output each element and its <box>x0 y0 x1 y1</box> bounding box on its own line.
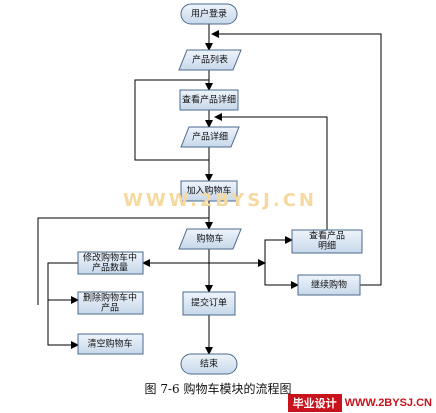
edge-list-bypass <box>134 79 209 161</box>
node-cart: 购物车 <box>178 228 242 250</box>
edge-check-to-detail <box>214 113 328 230</box>
node-end: 结束 <box>180 353 238 375</box>
watermark-text: WWW.2BYSJ.CN <box>122 190 317 211</box>
node-login-label: 用户登录 <box>191 8 227 20</box>
node-submit-order-label: 提交订单 <box>191 297 227 309</box>
node-add-cart: 加入购物车 <box>180 180 238 202</box>
node-clear-cart-label: 清空购物车 <box>87 338 132 350</box>
edge-right-branch-2 <box>264 263 299 289</box>
node-product-detail-label: 产品详细 <box>192 131 228 143</box>
node-continue-shopping-label: 继续购物 <box>311 279 347 291</box>
node-check-detail: 查看产品 明细 <box>291 229 363 254</box>
node-cart-label: 购物车 <box>196 233 223 245</box>
node-edit-qty: 修改购物车中 产品数量 <box>77 251 144 275</box>
node-check-detail-label-1: 查看产品 <box>309 230 345 242</box>
edge-continue-to-list <box>211 30 382 286</box>
node-view-detail-label: 查看产品详细 <box>182 94 236 106</box>
node-delete-label-2: 产品 <box>101 302 119 314</box>
node-check-detail-label-2: 明细 <box>318 240 336 252</box>
node-submit-order: 提交订单 <box>182 291 236 316</box>
brand-logo: 毕业设计 <box>287 394 342 412</box>
figure-caption: 图 7-6 购物车模块的流程图 <box>144 382 292 396</box>
node-product-list-label: 产品列表 <box>192 54 228 66</box>
node-product-list: 产品列表 <box>178 49 242 71</box>
edge-loop-left <box>37 217 209 305</box>
edge-right-branch <box>264 236 293 263</box>
node-view-detail: 查看产品详细 <box>179 89 239 111</box>
node-edit-qty-label-1: 修改购物车中 <box>83 252 137 264</box>
node-add-cart-label: 加入购物车 <box>186 185 231 197</box>
node-edit-qty-label-2: 产品数量 <box>92 262 128 274</box>
node-product-detail: 产品详细 <box>180 126 240 148</box>
node-end-label: 结束 <box>200 358 218 370</box>
brand-watermark: 毕业设计 WWW.2BYSJ.CN <box>287 394 432 412</box>
node-clear-cart: 清空购物车 <box>77 333 144 355</box>
node-delete-label-1: 删除购物车中 <box>83 292 137 304</box>
brand-site: WWW.2BYSJ.CN <box>344 397 432 409</box>
node-continue-shopping: 继续购物 <box>297 274 361 296</box>
node-login: 用户登录 <box>180 3 238 25</box>
node-delete: 删除购物车中 产品 <box>77 291 144 315</box>
